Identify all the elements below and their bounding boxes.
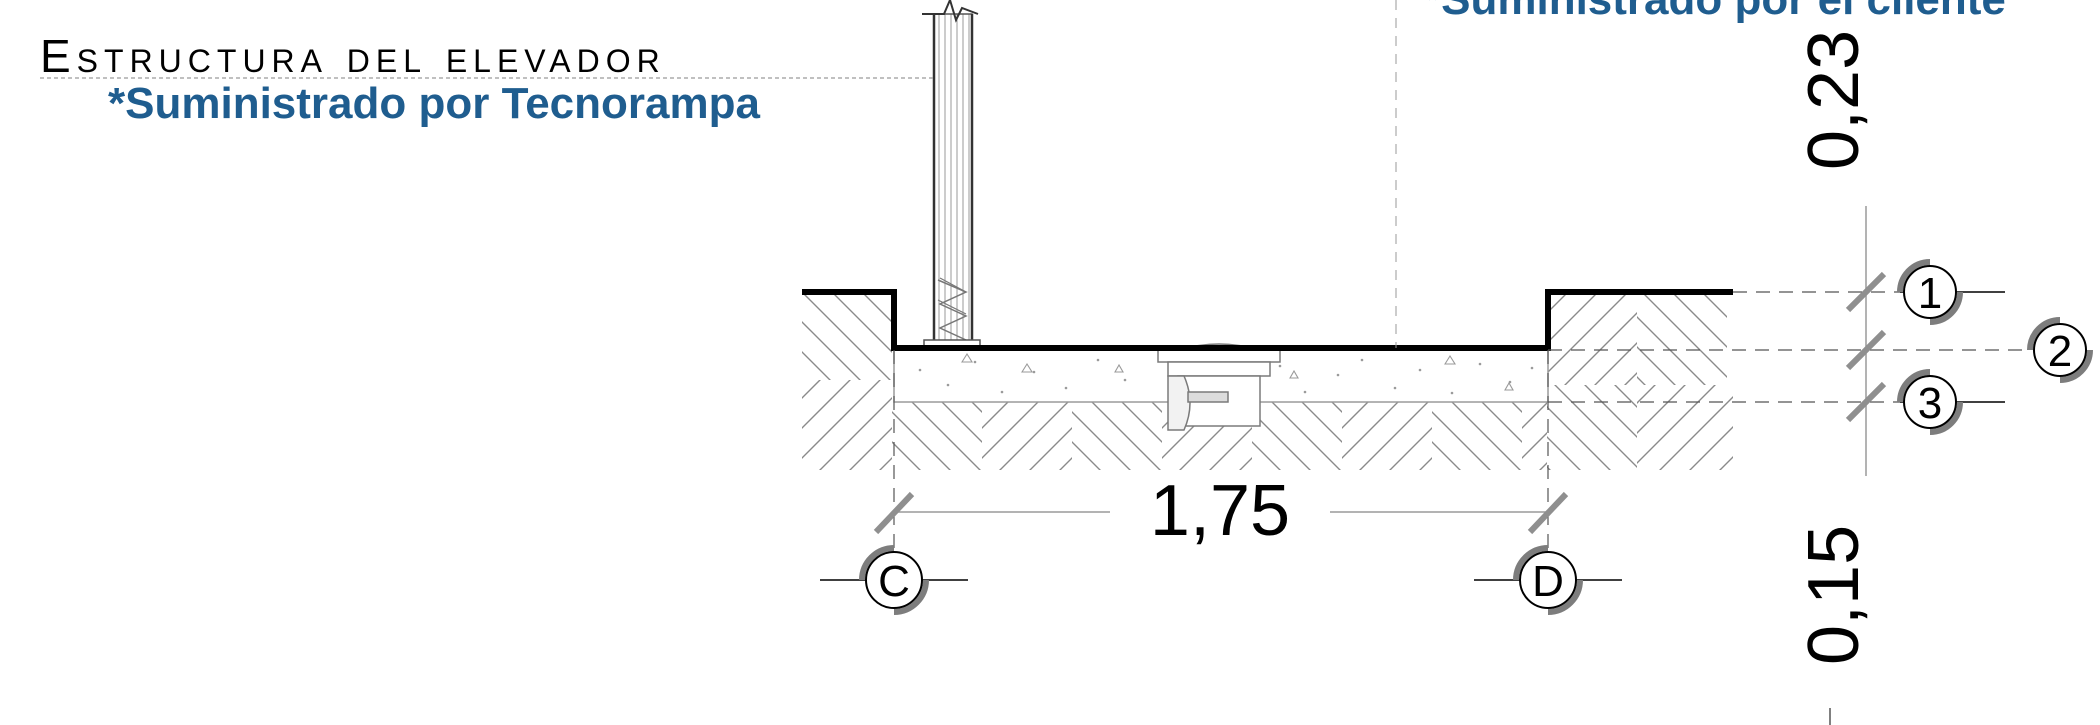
level-bubble-1: 1 [1897,259,2005,325]
level-bubble-2: 2 [2027,317,2093,383]
level-label-3: 3 [1918,379,1942,428]
floor-drain [1157,343,1281,431]
axis-lines [893,350,1549,575]
grid-label-d: D [1532,557,1564,606]
structure-title: Estructura del elevador [40,30,666,82]
dimension-upper-label: 0,23 [1794,30,1874,170]
level-lines [1548,291,2030,403]
dimension-width-line [873,491,1569,535]
pit-outline [802,289,1733,351]
dimension-lower-label: 0,15 [1794,525,1874,665]
note-tecnorampa: *Suministrado por Tecnorampa [108,79,760,128]
soil-hatch [802,290,1733,470]
level-label-2: 2 [2048,327,2072,376]
elevator-column [922,0,981,349]
dimension-width-label: 1,75 [1150,471,1290,551]
dimension-vertical-line [1829,206,1887,725]
level-label-1: 1 [1918,269,1942,318]
grid-bubble-d: D [1474,545,1622,615]
level-bubble-3: 3 [1897,369,2005,435]
note-client: *Suministrado por el cliente [1424,0,2006,24]
grid-label-c: C [878,557,910,606]
grid-bubble-c: C [820,545,968,615]
